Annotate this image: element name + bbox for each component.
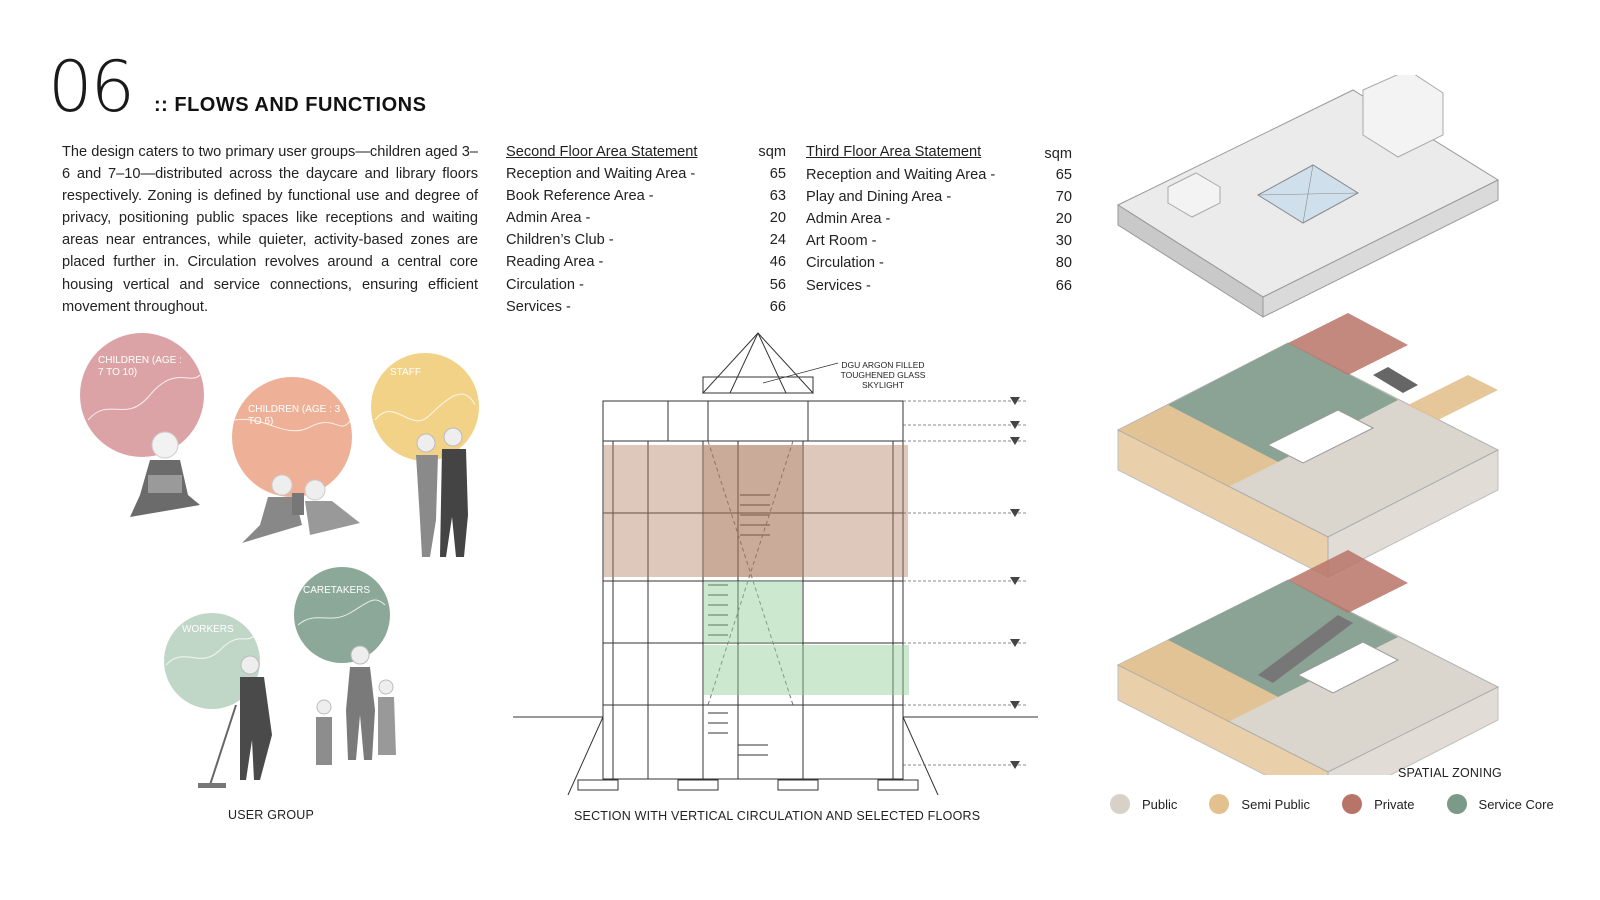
area-value: 30 — [1055, 233, 1072, 250]
table-row: Reception and Waiting Area - 65 — [806, 164, 1072, 186]
spatial-zoning-diagram — [1116, 75, 1500, 775]
area-value: 65 — [769, 166, 786, 183]
area-value: 80 — [1055, 255, 1072, 272]
table-row: Admin Area - 20 — [806, 208, 1072, 230]
third-floor-zoning-iso — [1116, 313, 1500, 578]
user-group-diagram: CHILDREN (AGE : 7 TO 10) CHILDREN (AGE :… — [80, 333, 479, 788]
area-label: Reading Area - — [506, 254, 604, 271]
bubble-label: TO 6) — [248, 416, 273, 427]
children-playing-figure — [242, 474, 360, 543]
bubble-label: STAFF — [390, 367, 421, 378]
table-row: Services - 66 — [806, 275, 1072, 297]
selected-floors-highlight — [603, 445, 908, 577]
bubble-children-3-6: CHILDREN (AGE : 3 TO 6) — [232, 377, 352, 497]
skylight-note-line: DGU ARGON FILLED — [841, 360, 924, 370]
legend-item-private: Private — [1342, 794, 1415, 814]
unit-label: sqm — [1044, 146, 1072, 162]
second-floor-zoning-iso — [1116, 550, 1500, 775]
area-label: Admin Area - — [506, 210, 591, 227]
caretaker-family-figure — [316, 645, 396, 765]
area-value: 20 — [769, 210, 786, 227]
zoning-legend: Public Semi Public Private Service Core — [1110, 794, 1554, 814]
table-row: Art Room - 30 — [806, 230, 1072, 252]
section-caption: SECTION WITH VERTICAL CIRCULATION AND SE… — [574, 809, 981, 823]
legend-item-service-core: Service Core — [1446, 794, 1554, 814]
user-group-caption: USER GROUP — [228, 808, 315, 822]
legend-swatch — [1110, 794, 1130, 814]
second-floor-area-table: Second Floor Area Statement sqm Receptio… — [506, 141, 786, 318]
area-value: 20 — [1055, 211, 1072, 228]
area-label: Admin Area - — [806, 211, 891, 228]
table-row: Admin Area - 20 — [506, 207, 786, 229]
table-row: Play and Dining Area - 70 — [806, 186, 1072, 208]
bubble-children-7-10: CHILDREN (AGE : 7 TO 10) — [80, 333, 204, 457]
area-value: 66 — [1055, 277, 1072, 294]
legend-label: Service Core — [1478, 796, 1554, 812]
area-value: 24 — [769, 232, 786, 249]
bubble-workers: WORKERS — [164, 613, 260, 709]
area-label: Circulation - — [506, 276, 584, 293]
bubble-caretakers: CARETAKERS — [294, 567, 390, 663]
table-row: Circulation - 56 — [506, 274, 786, 296]
area-label: Book Reference Area - — [506, 188, 654, 205]
area-value: 46 — [769, 254, 786, 271]
staff-figures — [416, 427, 468, 557]
legend-swatch — [1446, 794, 1467, 814]
legend-swatch — [1342, 794, 1363, 814]
legend-label: Public — [1142, 796, 1178, 812]
roof-level-iso — [1116, 75, 1500, 318]
section-number: 06 — [48, 46, 135, 128]
area-label: Services - — [806, 277, 871, 294]
table-row: Circulation - 80 — [806, 252, 1072, 274]
area-label: Reception and Waiting Area - — [806, 167, 996, 184]
bubble-label: CARETAKERS — [303, 585, 370, 596]
table-title: Second Floor Area Statement — [506, 144, 698, 160]
bubble-label: WORKERS — [182, 624, 234, 635]
skylight-note-line: SKYLIGHT — [862, 380, 904, 390]
vertical-circulation-highlight — [704, 581, 802, 643]
area-label: Reception and Waiting Area - — [506, 166, 696, 183]
area-label: Children’s Club - — [506, 232, 614, 249]
legend-item-semi-public: Semi Public — [1209, 794, 1310, 814]
area-value: 70 — [1055, 189, 1072, 206]
legend-item-public: Public — [1110, 794, 1177, 814]
table-row: Children’s Club - 24 — [506, 229, 786, 251]
area-label: Services - — [506, 298, 571, 315]
table-row: Reception and Waiting Area - 65 — [506, 163, 786, 185]
area-value: 66 — [769, 298, 786, 315]
bubble-label: 7 TO 10) — [98, 367, 137, 378]
table-header-row: Third Floor Area Statement sqm — [806, 141, 1072, 163]
child-reading-figure — [130, 431, 200, 517]
third-floor-area-table: Third Floor Area Statement sqm Reception… — [806, 141, 1072, 297]
legend-swatch — [1209, 794, 1230, 814]
unit-label: sqm — [758, 144, 786, 160]
skylight-note-line: TOUGHENED GLASS — [841, 370, 926, 380]
table-header-row: Second Floor Area Statement sqm — [506, 141, 786, 163]
section-title: :: FLOWS AND FUNCTIONS — [154, 94, 427, 116]
building-section-drawing: DGU ARGON FILLED TOUGHENED GLASS SKYLIGH… — [513, 332, 1038, 796]
bubble-label: CHILDREN (AGE : — [98, 355, 182, 366]
area-value: 65 — [1055, 167, 1072, 184]
worker-mopping-figure — [198, 655, 272, 788]
table-row: Services - 66 — [506, 296, 786, 318]
intro-paragraph: The design caters to two primary user gr… — [62, 144, 478, 315]
area-value: 56 — [769, 276, 786, 293]
area-value: 63 — [769, 188, 786, 205]
area-label: Circulation - — [806, 255, 884, 272]
area-label: Play and Dining Area - — [806, 189, 952, 206]
legend-label: Semi Public — [1241, 796, 1311, 812]
bubble-label: CHILDREN (AGE : 3 — [248, 404, 341, 415]
area-label: Art Room - — [806, 233, 877, 250]
zoning-caption: SPATIAL ZONING — [1398, 766, 1502, 780]
table-title: Third Floor Area Statement — [806, 144, 982, 160]
table-row: Book Reference Area - 63 — [506, 185, 786, 207]
skylight-pyramid — [701, 332, 815, 394]
legend-label: Private — [1374, 796, 1415, 812]
table-row: Reading Area - 46 — [506, 251, 786, 273]
